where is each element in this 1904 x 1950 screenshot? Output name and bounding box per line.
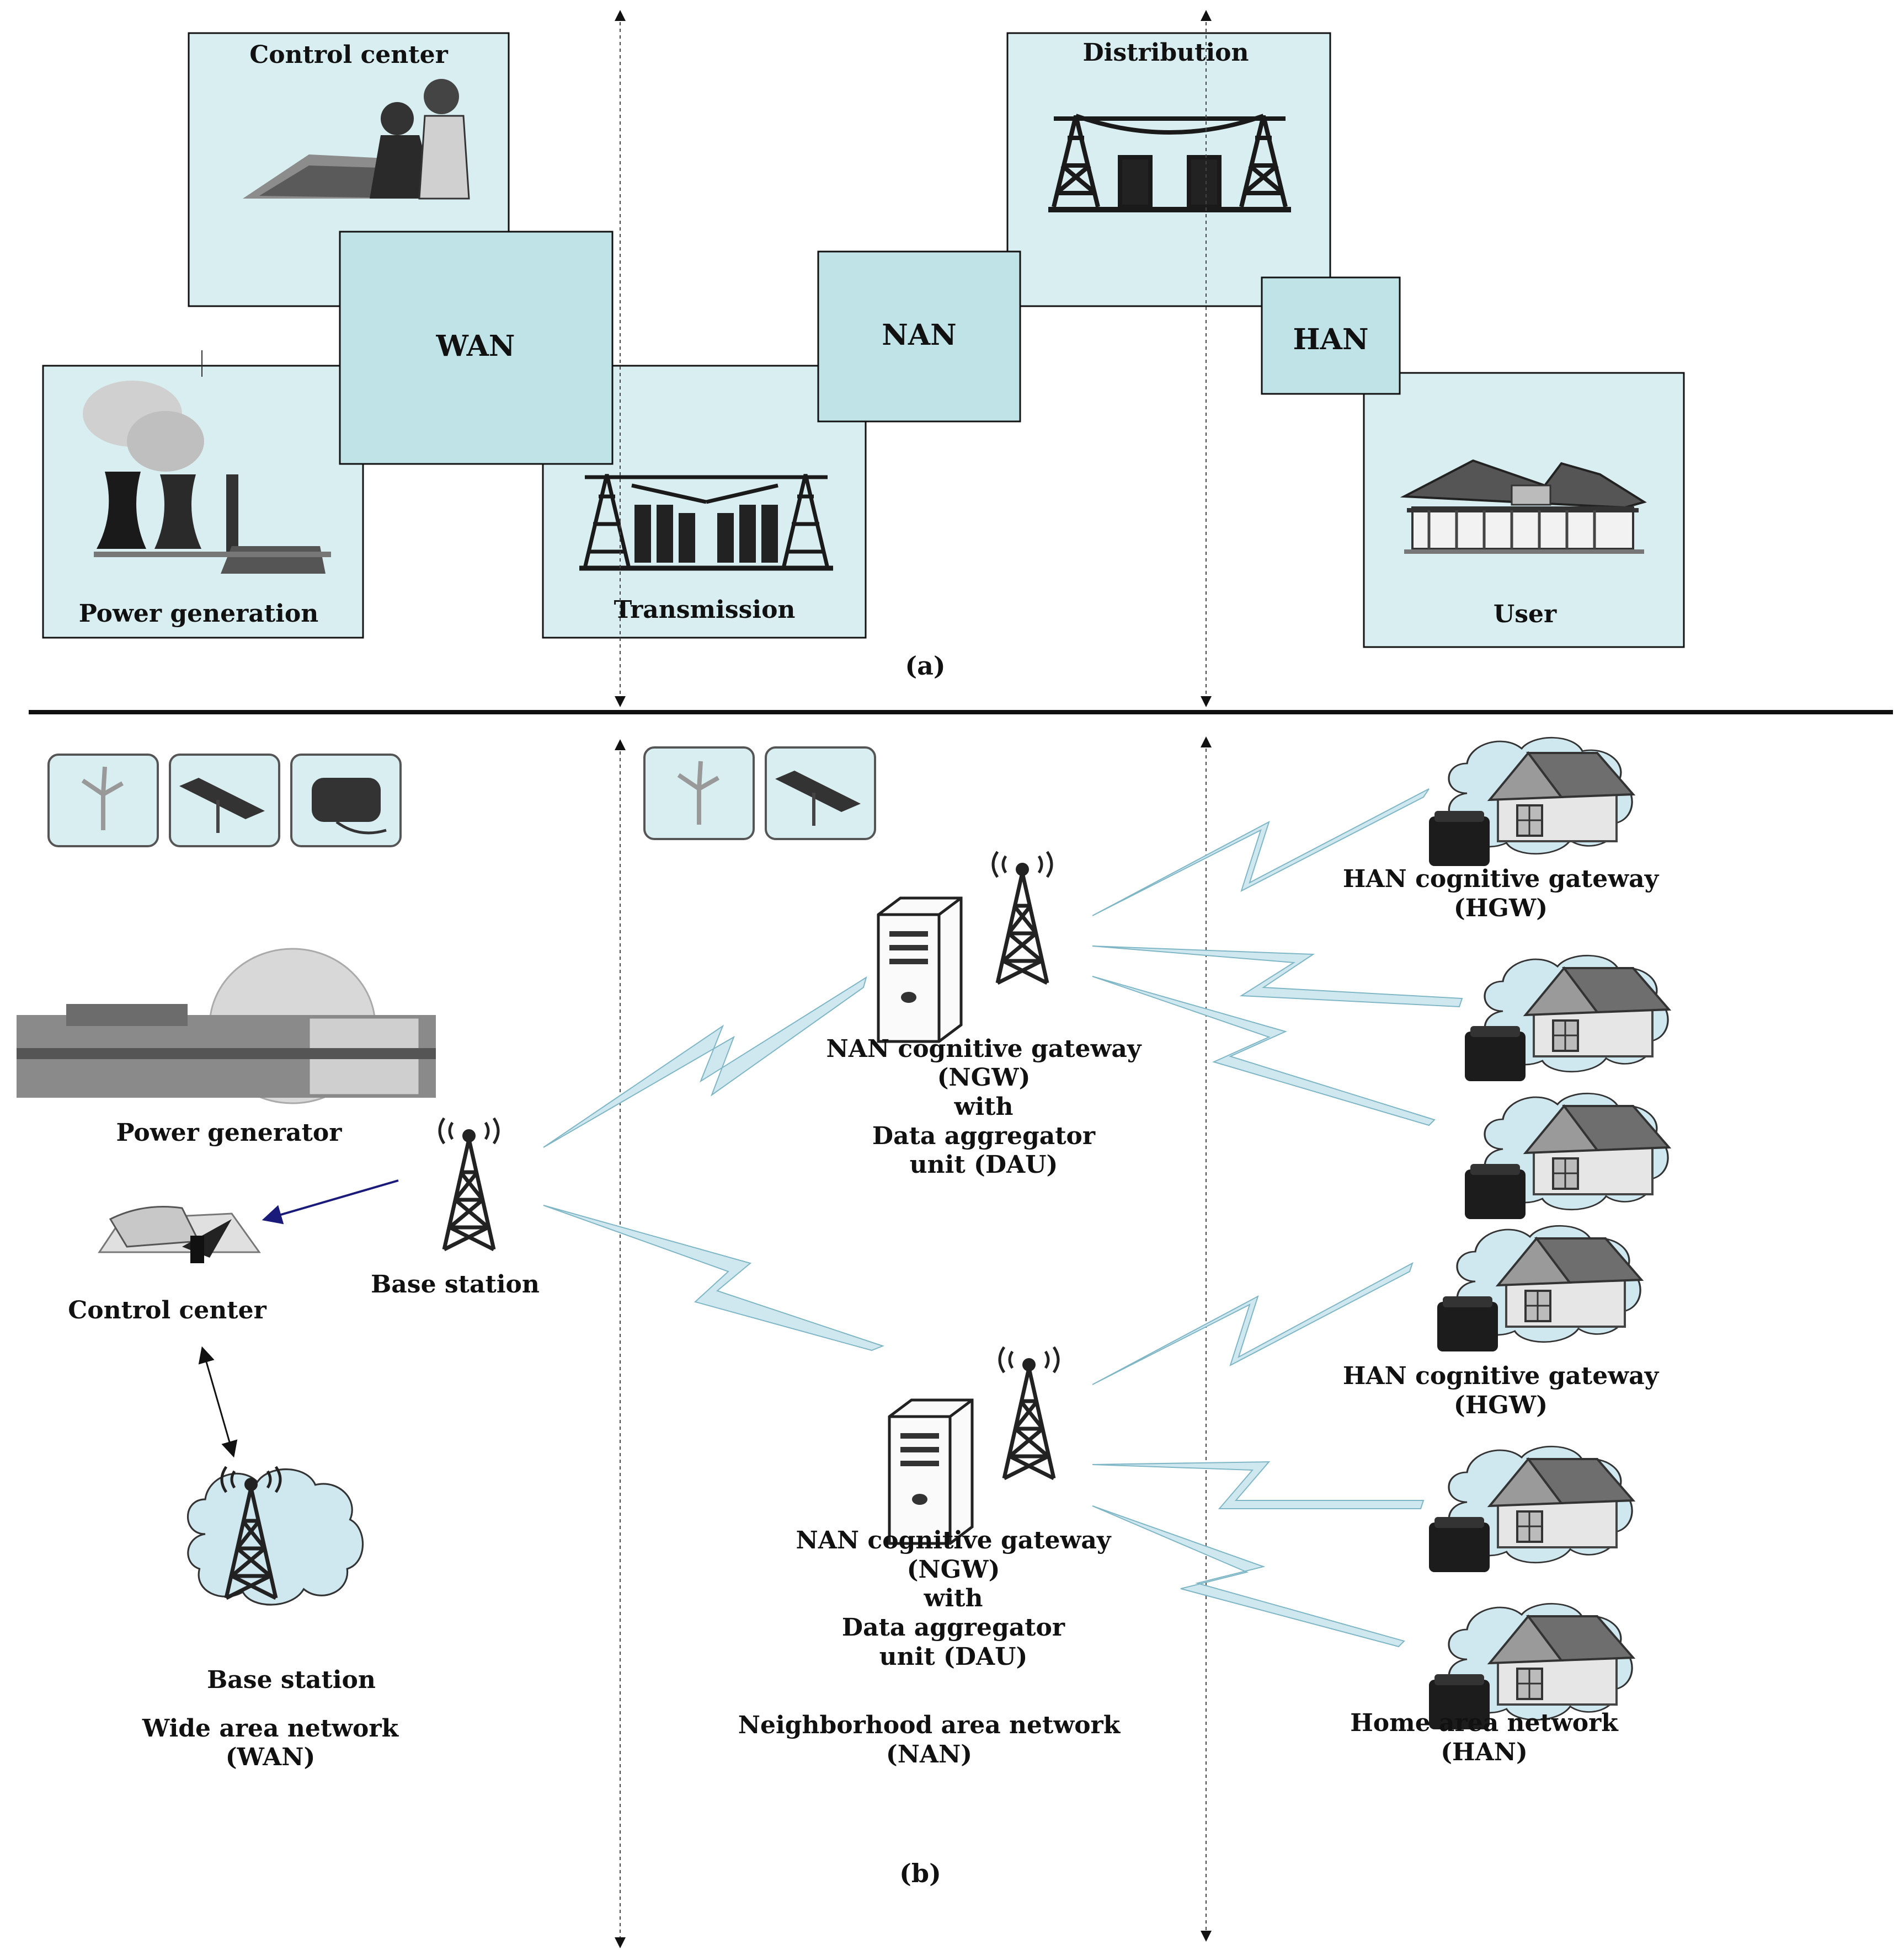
caption-a: (a) [905,651,945,681]
svg-text:(NGW): (NGW) [937,1064,1031,1092]
hgw-router-icon [1437,1296,1498,1351]
link-bs-ngw-top [543,976,867,1148]
user-house-image [1400,459,1647,554]
ngw-bottom-label: NAN cognitive gateway (NGW) with Data ag… [796,1526,1112,1671]
link-ngw-han-6 [1092,1505,1405,1648]
power-generator-image [17,948,436,1104]
han-title-line1: Home area network [1350,1709,1619,1737]
svg-text:with: with [924,1584,983,1612]
wan-box [339,231,614,465]
hgw-mid-label-line2: (HGW) [1454,1391,1548,1419]
base-station-label-center: Base station [371,1270,540,1299]
svg-text:Data aggregator: Data aggregator [872,1122,1096,1150]
nan-title-line1: Neighborhood area network [738,1711,1121,1739]
nan-title-line2: (NAN) [886,1740,972,1769]
hgw-router-icon [1429,1517,1490,1572]
home-cloud-3 [1465,1092,1670,1219]
wan-title-line2: (WAN) [226,1743,316,1771]
control-center-label-b: Control center [68,1296,266,1324]
svg-text:NAN cognitive gateway: NAN cognitive gateway [796,1526,1112,1554]
power-generator-label: Power generator [116,1119,343,1147]
power-generation-image [83,381,331,574]
control-center-label-a: Control center [249,41,448,69]
ngw-top-tower-icon [993,852,1052,983]
control-wan-double-arrow [198,1346,238,1458]
distribution-box [1006,32,1331,307]
power-generation-label: Power generation [79,600,318,628]
svg-text:unit (DAU): unit (DAU) [879,1643,1028,1671]
control-link-arrow [262,1179,399,1225]
control-center-image-b [98,1206,261,1263]
wan-cloud-icon [186,1468,364,1606]
ngw-top-label: NAN cognitive gateway (NGW) with Data ag… [826,1035,1142,1179]
link-ngw-han-3 [1092,976,1436,1126]
link-ngw-han-4 [1092,1262,1414,1385]
distribution-label: Distribution [1083,39,1249,67]
svg-text:unit (DAU): unit (DAU) [910,1151,1058,1179]
hgw-mid-label-line1: HAN cognitive gateway [1343,1362,1660,1390]
svg-text:Data aggregator: Data aggregator [842,1614,1065,1642]
user-label: User [1494,600,1557,628]
caption-b: (b) [899,1858,941,1888]
hgw-router-icon [1429,811,1490,866]
svg-text:NAN cognitive gateway: NAN cognitive gateway [826,1035,1142,1063]
hgw-top-label-line1: HAN cognitive gateway [1343,865,1660,893]
transmission-label: Transmission [614,596,796,624]
ngw-bottom-tower-icon [1000,1347,1058,1478]
ngw-top-server-icon [878,898,961,1041]
distribution-image [1048,114,1291,212]
home-cloud-1 [1429,736,1634,866]
hgw-top-label-line2: (HGW) [1454,894,1548,922]
han-label: HAN [1293,323,1368,356]
nan-label: NAN [882,318,956,352]
control-center-image-a [243,79,470,200]
wan-title-line1: Wide area network [142,1714,399,1743]
home-cloud-4 [1437,1225,1642,1351]
link-ngw-han-5 [1092,1461,1425,1509]
hgw-router-icon [1465,1164,1526,1219]
link-ngw-han-1 [1092,788,1430,916]
svg-text:(NGW): (NGW) [907,1556,1000,1584]
han-title-line2: (HAN) [1441,1738,1528,1766]
hgw-router-icon [1465,1026,1526,1081]
home-cloud-2 [1465,954,1670,1081]
svg-text:with: with [954,1093,1014,1121]
renewable-icons-nan [643,746,876,840]
link-bs-ngw-bottom [543,1205,884,1351]
link-ngw-han-2 [1092,945,1463,1008]
han-box [1261,276,1401,395]
base-station-tower-icon [440,1118,498,1249]
base-station-label-wan: Base station [207,1666,376,1694]
renewable-icons-wan [47,754,402,847]
nan-box [817,250,1021,423]
home-cloud-5 [1429,1445,1634,1572]
ngw-bottom-server-icon [889,1400,972,1543]
wan-label: WAN [436,329,515,363]
